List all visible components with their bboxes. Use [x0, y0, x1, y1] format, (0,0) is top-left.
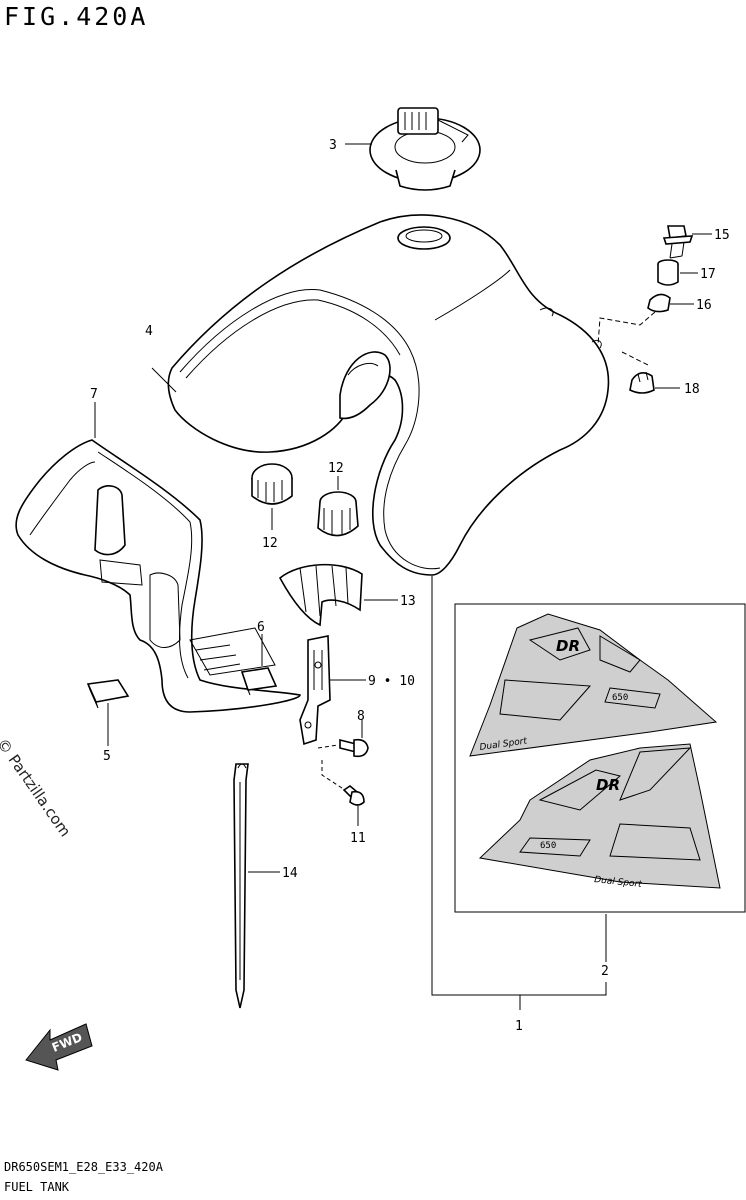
cushion-12b-part[interactable] [317, 491, 359, 537]
cushion-13-part[interactable] [278, 563, 363, 627]
callout-1: 1 [515, 1019, 523, 1034]
callout-5: 5 [103, 749, 111, 764]
callout-13: 13 [400, 594, 416, 609]
callout-7: 7 [90, 387, 98, 402]
callout-17: 17 [700, 267, 716, 282]
callout-16: 16 [696, 298, 712, 313]
pad-6-part[interactable] [240, 667, 278, 696]
callout-12b: 12 [328, 461, 344, 476]
callout-12a: 12 [262, 536, 278, 551]
decal-upper-sub: 650 [612, 693, 628, 703]
decal-upper-model: DR [556, 637, 580, 655]
collar-17-part[interactable] [657, 259, 679, 286]
fuel-tank-part[interactable] [167, 214, 610, 576]
decal-lower-sub: 650 [540, 841, 556, 851]
bolt-15-part[interactable] [662, 225, 694, 259]
figure-name: FUEL TANK [4, 1180, 70, 1194]
bracket-9-10-part[interactable] [299, 635, 331, 746]
callout-6: 6 [257, 620, 265, 635]
strap-14-part[interactable] [233, 763, 249, 1009]
figure-title: FIG.420A [4, 2, 149, 31]
callout-3: 3 [329, 138, 337, 153]
callout-4: 4 [145, 324, 153, 339]
callout-8: 8 [357, 709, 365, 724]
fuel-cap-part[interactable] [369, 107, 481, 191]
decal-lower-model: DR [596, 776, 620, 794]
pad-5-part[interactable] [86, 679, 130, 709]
callout-14: 14 [282, 866, 298, 881]
cushion-18-part[interactable] [629, 371, 655, 394]
bolt-11-part[interactable] [342, 785, 365, 806]
callout-9-10: 9 • 10 [368, 674, 415, 689]
figure-code: DR650SEM1_E28_E33_420A [4, 1160, 163, 1174]
callout-15: 15 [714, 228, 730, 243]
cushion-16-part[interactable] [647, 293, 671, 313]
callout-2: 2 [601, 964, 609, 979]
cushion-12a-part[interactable] [251, 463, 293, 505]
fwd-arrow-icon: FWD [25, 1023, 93, 1071]
heat-shield-cover-part[interactable] [15, 439, 301, 713]
callout-18: 18 [684, 382, 700, 397]
decal-set-2-part[interactable]: 650 DR Dual Sport 650 DR Dual Sport [454, 603, 746, 913]
callout-11: 11 [350, 831, 366, 846]
bolt-8-part[interactable] [339, 738, 369, 758]
